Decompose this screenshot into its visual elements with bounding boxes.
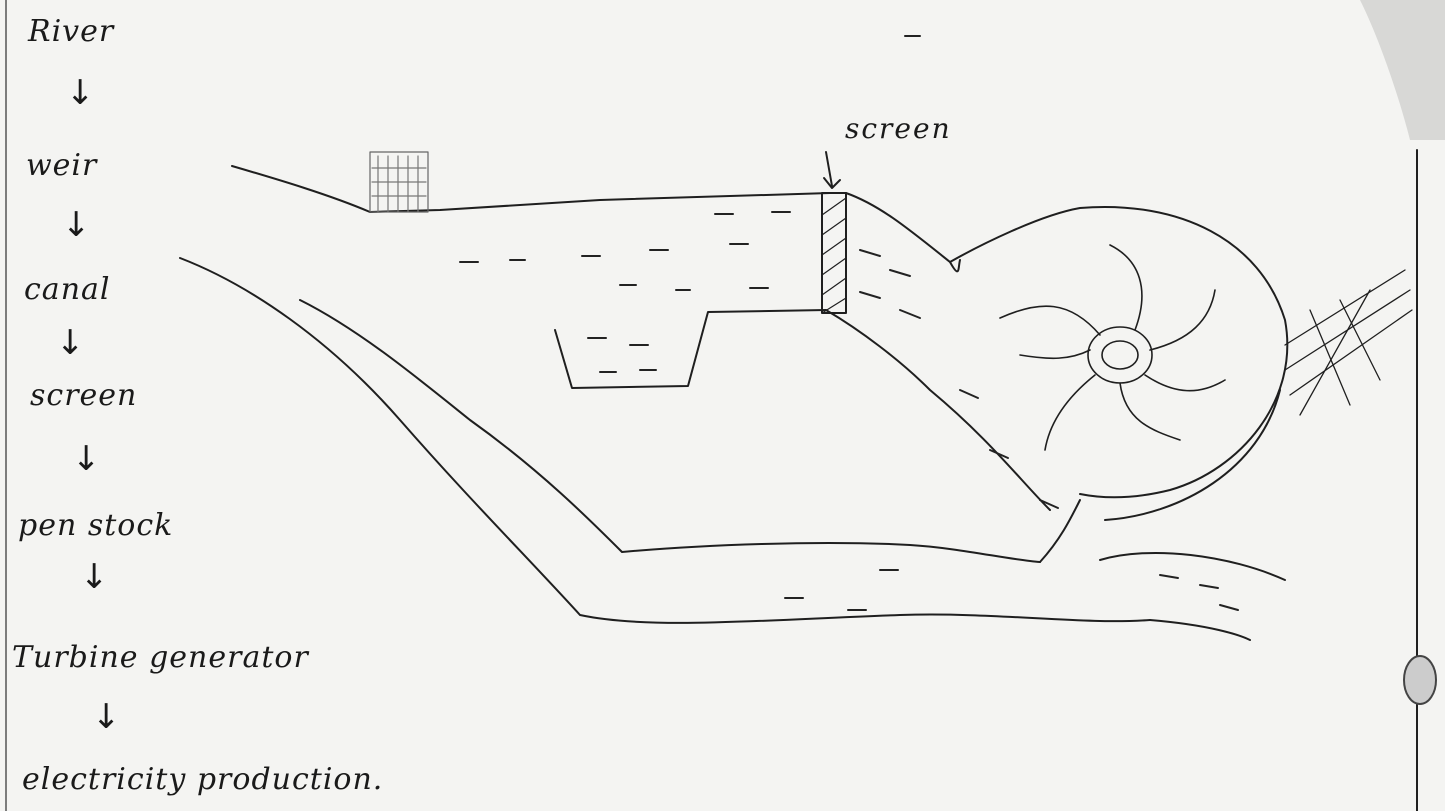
screen-icon: [822, 193, 846, 313]
canal-basin: [555, 310, 826, 388]
corner-shading: [1360, 0, 1445, 140]
pole-knob-icon: [1404, 656, 1436, 704]
turbine-icon: [1000, 245, 1225, 450]
lower-terrain-left: [180, 258, 1150, 623]
top-bank-line: [232, 166, 830, 212]
tail-race-top: [1100, 553, 1285, 580]
penstock-outer: [846, 193, 1287, 497]
weir-icon: [370, 152, 428, 212]
penstock-inner-arc: [1105, 390, 1280, 520]
transmission-lines-icon: [1285, 270, 1412, 415]
screen-label: screen: [845, 112, 952, 145]
screen-pointer-arrow: [824, 152, 840, 188]
